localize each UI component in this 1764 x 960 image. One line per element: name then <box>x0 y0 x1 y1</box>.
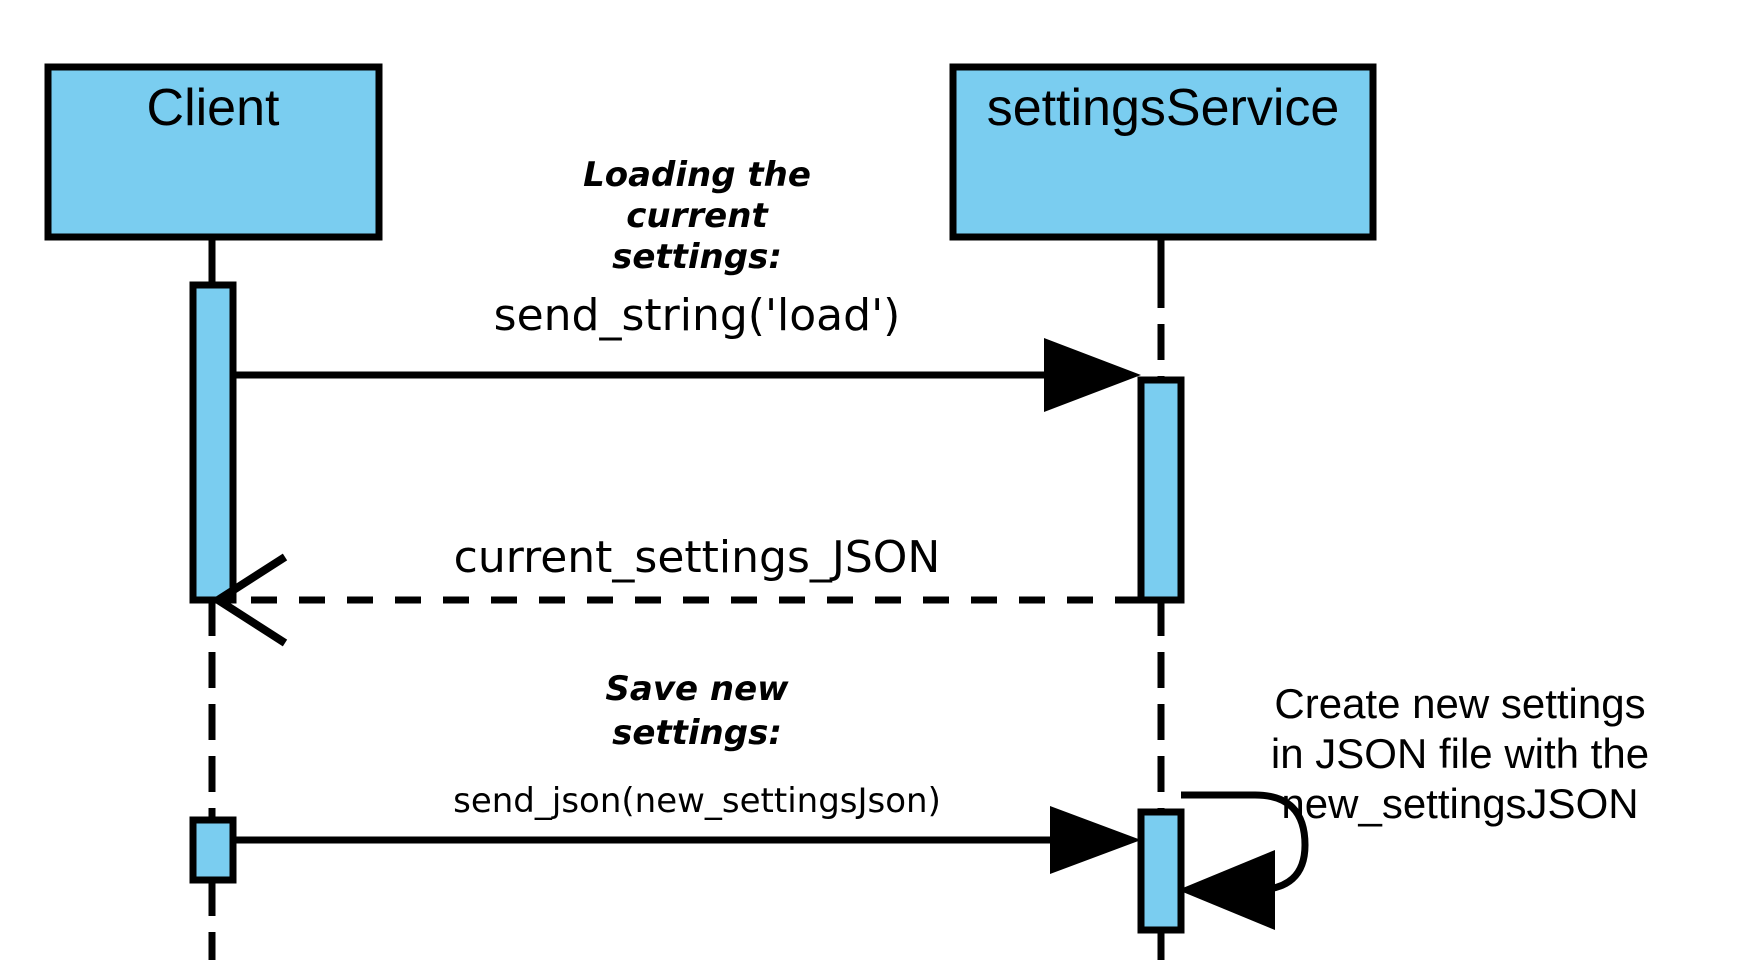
phase-label-loading-line-2: current <box>626 196 769 236</box>
participant-client[interactable]: Client <box>44 63 383 241</box>
message-self-create-settings-arrowhead <box>1178 850 1275 930</box>
phase-label-loading: Loading the current settings: <box>583 155 811 277</box>
message-send-string-load[interactable]: send_string('load') <box>233 290 1141 412</box>
message-send-string-load-label: send_string('load') <box>494 290 901 341</box>
phase-label-loading-line-3: settings: <box>612 237 782 277</box>
message-send-json[interactable]: send_json(new_settingsJson) <box>233 781 1141 874</box>
note-create-settings-line-3: new_settingsJSON <box>1281 780 1638 827</box>
message-self-create-settings-loop <box>1181 791 1309 894</box>
activation-client-load[interactable] <box>189 281 237 604</box>
activation-settingsservice-save[interactable] <box>1137 808 1185 934</box>
phase-label-save-line-2: settings: <box>612 713 782 753</box>
message-current-settings-json-label: current_settings_JSON <box>454 532 941 583</box>
phase-label-save: Save new settings: <box>605 669 789 753</box>
participant-client-label: Client <box>147 79 280 137</box>
activation-settingsservice-load[interactable] <box>1137 376 1185 604</box>
message-send-json-arrowhead <box>1050 806 1141 874</box>
activation-client-save[interactable] <box>189 816 237 884</box>
note-create-settings: Create new settings in JSON file with th… <box>1271 680 1649 827</box>
participant-settingsservice-box[interactable] <box>949 63 1377 241</box>
message-send-string-load-arrowhead <box>1044 338 1141 412</box>
phase-label-loading-line-1: Loading the <box>583 155 811 195</box>
participant-settingsservice-label: settingsService <box>987 79 1340 137</box>
message-current-settings-json-arrowhead <box>210 553 288 647</box>
note-create-settings-line-1: Create new settings <box>1274 680 1645 727</box>
note-create-settings-line-2: in JSON file with the <box>1271 730 1649 777</box>
message-current-settings-json[interactable]: current_settings_JSON <box>210 532 1141 647</box>
participant-client-box[interactable] <box>44 63 383 241</box>
message-self-create-settings[interactable] <box>1178 791 1309 930</box>
participant-settingsservice[interactable]: settingsService <box>949 63 1377 241</box>
message-send-json-label: send_json(new_settingsJson) <box>453 781 941 821</box>
phase-label-save-line-1: Save new <box>605 669 789 709</box>
